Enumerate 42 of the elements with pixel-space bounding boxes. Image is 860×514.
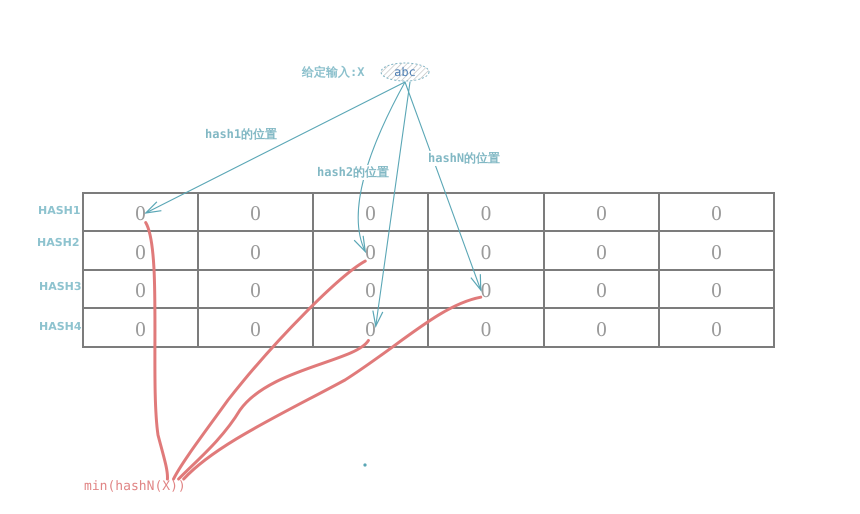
counter-value: 0	[365, 278, 376, 302]
counter-value: 0	[480, 278, 492, 302]
counter-value: 0	[135, 240, 146, 264]
formula-text: min(hashN(X))	[84, 479, 186, 495]
input-label: 给定输入:X	[302, 65, 364, 80]
arrow	[372, 81, 411, 327]
counter-value: 0	[711, 201, 722, 225]
row-label: HASH2	[37, 236, 80, 250]
counter-value: 0	[711, 240, 722, 264]
arrow	[354, 81, 406, 252]
counter-value: 0	[135, 201, 146, 225]
edge-label: hash1的位置	[204, 127, 278, 142]
counter-value: 0	[480, 240, 492, 264]
edge-label: hashN的位置	[427, 151, 502, 166]
curved-line	[182, 296, 482, 480]
row-label: HASH3	[39, 280, 82, 294]
counter-value: 0	[596, 278, 607, 302]
counter-value: 0	[250, 201, 261, 225]
counter-value: 0	[250, 240, 261, 264]
hatched-ellipse: abc	[380, 62, 430, 82]
edge-label: hash2的位置	[316, 165, 390, 180]
arrow	[404, 81, 482, 291]
counter-value: 0	[250, 278, 261, 302]
curved-line	[177, 339, 370, 480]
row-label: HASH1	[38, 204, 81, 218]
counter-value: 0	[596, 201, 607, 225]
counter-value: 0	[596, 316, 607, 340]
counter-value: 0	[711, 316, 722, 340]
counter-value: 0	[365, 201, 376, 225]
counter-value: 0	[480, 201, 492, 225]
counter-value: 0	[365, 240, 376, 264]
row-label: HASH4	[39, 320, 82, 334]
counter-value: 0	[250, 316, 261, 340]
arrow	[145, 81, 406, 214]
counter-value: 0	[135, 278, 146, 302]
counter-value: 0	[480, 316, 492, 340]
curved-line	[172, 260, 367, 480]
counter-value: 0	[135, 316, 146, 340]
counter-value: 0	[711, 278, 722, 302]
counter-value: 0	[596, 240, 607, 264]
curved-line	[144, 221, 169, 480]
counter-value: 0	[365, 316, 376, 340]
